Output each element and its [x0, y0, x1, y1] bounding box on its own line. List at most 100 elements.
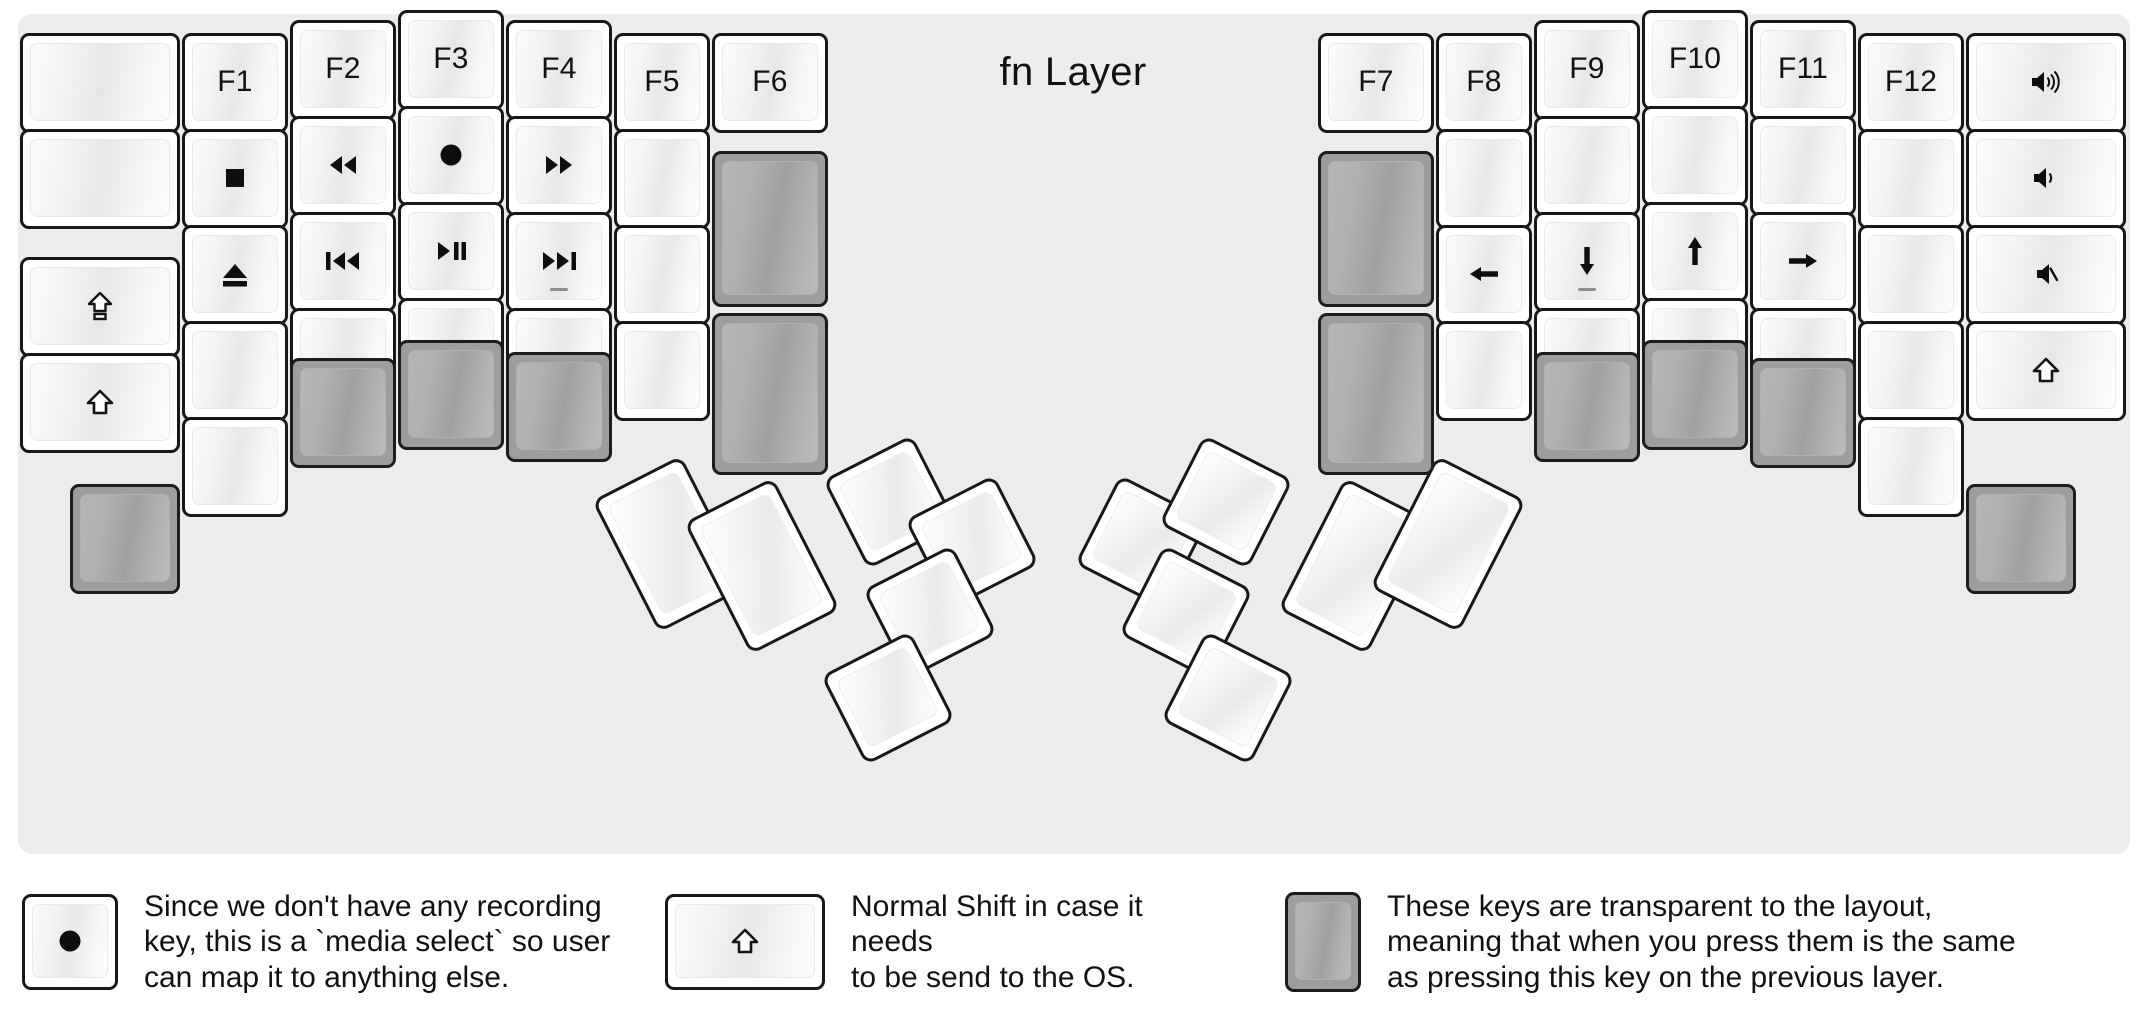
keycap-face [300, 368, 386, 456]
keycap-face [1868, 331, 1954, 409]
legend-text-record: Since we don't have any recording key, t… [144, 889, 611, 994]
key-left-c3-r1-record[interactable] [398, 106, 504, 206]
keycap-face [30, 139, 170, 217]
key-left-c5-r1[interactable] [614, 129, 710, 229]
legend-text-transparent: These keys are transparent to the layout… [1387, 889, 2016, 994]
keycap-face [30, 43, 170, 121]
legend-key-transparent [1285, 892, 1361, 992]
keycap-face [675, 904, 815, 978]
key-left-c1-r4[interactable] [182, 417, 288, 517]
key-right-c0-r1-transparent-tall[interactable] [1318, 151, 1434, 307]
key-right-c4-r0-f11[interactable]: F11 [1750, 20, 1856, 120]
key-right-c4-r2-arrow-right[interactable] [1750, 212, 1856, 312]
key-right-c5-r0-f12[interactable]: F12 [1858, 33, 1964, 133]
key-right-c4-r1[interactable] [1750, 116, 1856, 216]
key-left-c5-r3[interactable] [614, 321, 710, 421]
key-left-c5-r0-f5[interactable]: F5 [614, 33, 710, 133]
key-left-c6-r2-transparent-tall[interactable] [712, 313, 828, 475]
media-previous-icon [326, 252, 359, 270]
key-right-c5-r2[interactable] [1858, 225, 1964, 325]
key-left-c0-r1[interactable] [20, 129, 180, 229]
key-right-c0-r0-f7[interactable]: F7 [1318, 33, 1434, 133]
key-left-c0-r2-capslock[interactable] [20, 257, 180, 357]
legend-text-shift: Normal Shift in case it needs to be send… [851, 889, 1143, 994]
key-right-c2-r1[interactable] [1534, 116, 1640, 216]
key-left-c0-r3-shift[interactable] [20, 353, 180, 453]
key-left-c2-r4-transparent[interactable] [290, 358, 396, 468]
key-right-c3-r2-arrow-up[interactable] [1642, 202, 1748, 302]
key-left-c2-r0-f2[interactable]: F2 [290, 20, 396, 120]
media-stop-icon [226, 169, 244, 187]
arrow-up-icon [1688, 237, 1702, 265]
keycap-face [1174, 449, 1279, 553]
key-right-c6-r0-volume-up[interactable] [1966, 33, 2126, 133]
key-right-c4-r4-transparent[interactable] [1750, 358, 1856, 468]
media-record-icon [440, 144, 462, 166]
key-right-c2-r0-f9[interactable]: F9 [1534, 20, 1640, 120]
key-left-c1-r2-eject[interactable] [182, 225, 288, 325]
homing-bump-indicator [550, 288, 568, 291]
homing-bump-indicator [1578, 288, 1596, 291]
key-right-c1-r2-arrow-left[interactable] [1436, 225, 1532, 325]
key-right-c3-r0-f10[interactable]: F10 [1642, 10, 1748, 110]
key-right-c6-r2-volume-mute[interactable] [1966, 225, 2126, 325]
key-left-c0-r4-transparent[interactable] [70, 484, 180, 594]
legend-item-shift: Normal Shift in case it needs to be send… [665, 884, 1225, 1000]
arrow-down-icon [1580, 247, 1594, 275]
key-right-c5-r4[interactable] [1858, 417, 1964, 517]
keycap-face [624, 331, 700, 409]
key-left-c0-r0[interactable] [20, 33, 180, 133]
keycap-face [1652, 116, 1738, 194]
key-right-c3-r4-transparent[interactable] [1642, 340, 1748, 450]
key-left-c1-r1-stop[interactable] [182, 129, 288, 229]
key-left-c4-r0-f4[interactable]: F4 [506, 20, 612, 120]
keycap-face [1976, 139, 2116, 217]
key-right-c6-r4-transparent[interactable] [1966, 484, 2076, 594]
media-fast-forward-icon [546, 156, 572, 174]
key-right-c2-r4-transparent[interactable] [1534, 352, 1640, 462]
media-rewind-icon [330, 156, 356, 174]
keycap-face [1328, 323, 1424, 463]
key-label: F7 [1358, 65, 1394, 98]
keycap-face [722, 323, 818, 463]
keycap-face [192, 235, 278, 313]
key-label: F5 [644, 65, 680, 98]
key-right-c1-r1[interactable] [1436, 129, 1532, 229]
keycap-face [300, 222, 386, 300]
key-left-c3-r0-f3[interactable]: F3 [398, 10, 504, 110]
keycap-face [1976, 494, 2066, 582]
keycap-face [722, 161, 818, 295]
key-left-c1-r0-f1[interactable]: F1 [182, 33, 288, 133]
key-left-c4-r4-transparent[interactable] [506, 352, 612, 462]
key-left-c2-r2-previous[interactable] [290, 212, 396, 312]
key-left-c6-r1-transparent-tall[interactable] [712, 151, 828, 307]
key-left-c4-r1-fast-forward[interactable] [506, 116, 612, 216]
key-left-c3-r4-transparent[interactable] [398, 340, 504, 450]
key-right-c6-r3-shift[interactable] [1966, 321, 2126, 421]
key-right-c2-r2-arrow-down[interactable] [1534, 212, 1640, 312]
key-right-c5-r3[interactable] [1858, 321, 1964, 421]
key-left-c2-r1-rewind[interactable] [290, 116, 396, 216]
key-left-c6-r0-f6[interactable]: F6 [712, 33, 828, 133]
key-left-c5-r2[interactable] [614, 225, 710, 325]
key-left-c3-r2-play-pause[interactable] [398, 202, 504, 302]
key-left-c4-r2-next[interactable] [506, 212, 612, 312]
key-right-c3-r1[interactable] [1642, 106, 1748, 206]
key-right-c1-r0-f8[interactable]: F8 [1436, 33, 1532, 133]
keycap-face [300, 126, 386, 204]
keycap-face [1295, 902, 1351, 980]
keycap-face [192, 139, 278, 217]
key-label: F8 [1466, 65, 1502, 98]
keycap-face [516, 126, 602, 204]
key-left-c1-r3[interactable] [182, 321, 288, 421]
keycap-face: F8 [1446, 43, 1522, 121]
keycap-face: F6 [722, 43, 818, 121]
keycap-face [192, 427, 278, 505]
key-right-c6-r1-volume-down[interactable] [1966, 129, 2126, 229]
media-next-icon [543, 252, 576, 270]
keycap-face [624, 235, 700, 313]
caps-lock-icon [87, 291, 113, 321]
key-right-c0-r2-transparent-tall[interactable] [1318, 313, 1434, 475]
key-right-c5-r1[interactable] [1858, 129, 1964, 229]
key-right-c1-r3[interactable] [1436, 321, 1532, 421]
